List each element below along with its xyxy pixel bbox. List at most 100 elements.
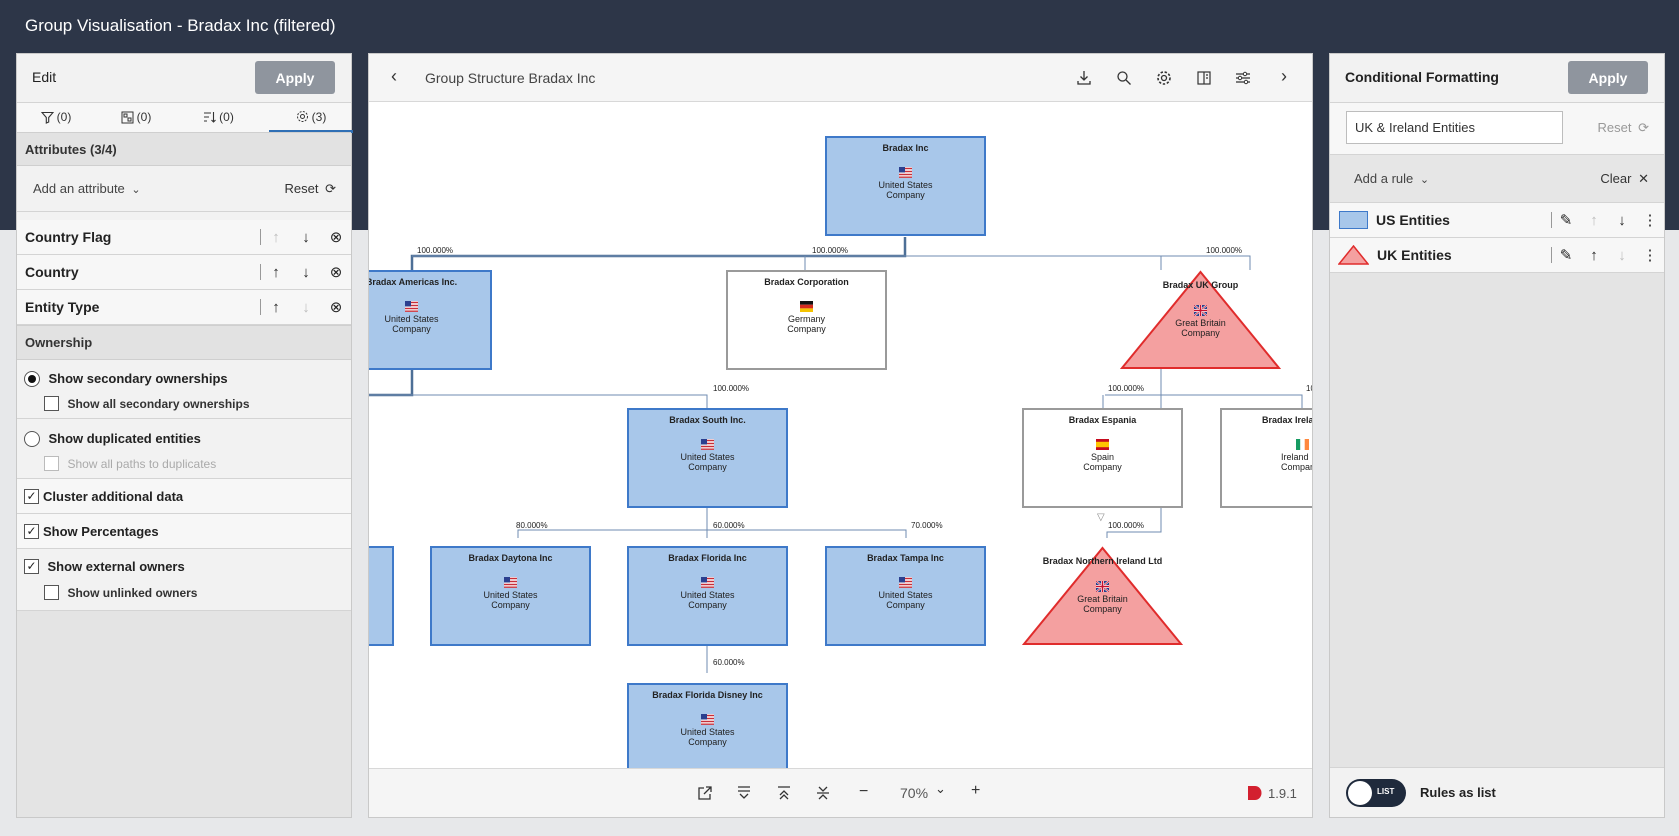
- sliders-icon[interactable]: [1235, 70, 1251, 86]
- entity-node[interactable]: [369, 546, 394, 646]
- unlinked-owners-label: Show unlinked owners: [67, 585, 198, 600]
- entity-type: Company: [1181, 328, 1220, 338]
- rule-row[interactable]: US Entities ✎ ↑ ↓ ⋮: [1330, 203, 1664, 238]
- edit-apply-button[interactable]: Apply: [255, 61, 335, 94]
- entity-node[interactable]: Bradax Corporation Germany Company: [726, 270, 887, 370]
- entity-node[interactable]: Bradax Florida Inc United States Company: [627, 546, 788, 646]
- conditional-formatting-panel: Conditional Formatting Apply Reset ⟳ Add…: [1329, 53, 1665, 818]
- move-up-icon[interactable]: ↑: [1590, 246, 1598, 264]
- edit-pencil-icon[interactable]: ✎: [1559, 212, 1573, 229]
- more-options-icon[interactable]: ⋮: [1642, 247, 1658, 264]
- entity-name: Bradax Northern Ireland Ltd: [1042, 556, 1163, 566]
- zoom-dropdown-icon[interactable]: ⌄: [935, 781, 946, 796]
- search-icon[interactable]: [1116, 70, 1132, 86]
- triangle-shape: [1120, 270, 1281, 369]
- ownership-percentage: 60.000%: [713, 658, 745, 667]
- cluster-checkbox[interactable]: ✓: [24, 488, 39, 504]
- triangle-swatch-icon: [1338, 245, 1369, 265]
- download-icon[interactable]: [1076, 70, 1092, 86]
- attribute-label: Entity Type: [25, 299, 100, 315]
- collapse-all-icon[interactable]: [815, 785, 831, 801]
- entity-node[interactable]: Bradax Tampa Inc United States Company: [825, 546, 986, 646]
- move-up-icon[interactable]: ↑: [272, 298, 280, 316]
- entity-name: Bradax Americas Inc.: [369, 277, 458, 287]
- entity-node[interactable]: Bradax UK Group Great Britain Company: [1120, 270, 1281, 370]
- entity-node[interactable]: Bradax Northern Ireland Ltd Great Britai…: [1022, 546, 1183, 646]
- add-attribute-dropdown[interactable]: Add an attribute ⌄: [33, 181, 141, 196]
- entity-type: Company: [688, 737, 727, 747]
- edit-tabs: (0) (0) (0) (3): [17, 102, 353, 133]
- entity-node[interactable]: Bradax Daytona Inc United States Company: [430, 546, 591, 646]
- remove-icon[interactable]: ⊗: [329, 264, 343, 281]
- uk-flag-icon: [1194, 305, 1207, 316]
- edit-pencil-icon[interactable]: ✎: [1559, 247, 1573, 264]
- move-down-icon[interactable]: ↓: [302, 298, 310, 316]
- zoom-out-icon[interactable]: −: [859, 783, 869, 800]
- rules-as-list-toggle[interactable]: LIST: [1346, 779, 1406, 807]
- refresh-icon: ⟳: [1638, 120, 1649, 135]
- clear-rules-button[interactable]: Clear ✕: [1600, 171, 1649, 187]
- forward-chevron-icon[interactable]: ›: [1281, 66, 1287, 86]
- ireland-flag-icon: [1296, 439, 1309, 450]
- all-secondary-label: Show all secondary ownerships: [67, 396, 250, 411]
- move-up-icon[interactable]: ↑: [272, 263, 280, 281]
- external-owners-checkbox[interactable]: ✓: [24, 559, 39, 575]
- attributes-reset-button[interactable]: Reset ⟳: [285, 181, 337, 197]
- percentages-checkbox[interactable]: ✓: [24, 523, 39, 539]
- open-external-icon[interactable]: [697, 785, 713, 801]
- settings-icon[interactable]: [1156, 70, 1172, 86]
- move-down-icon[interactable]: ↓: [1618, 246, 1626, 264]
- ownership-percentage: 100.000%: [417, 246, 454, 255]
- tab-settings[interactable]: (3): [269, 103, 353, 133]
- all-paths-checkbox[interactable]: [44, 456, 59, 472]
- move-down-icon[interactable]: ↓: [302, 228, 310, 246]
- all-secondary-checkbox[interactable]: [44, 396, 59, 412]
- move-up-icon[interactable]: ↑: [1590, 211, 1598, 229]
- sort-icon: [204, 111, 217, 123]
- zoom-level[interactable]: 70%: [900, 785, 929, 801]
- more-options-icon[interactable]: ⋮: [1642, 212, 1658, 229]
- toggle-text: LIST: [1377, 787, 1395, 796]
- entity-country: Spain: [1090, 452, 1115, 462]
- ownership-percentage: 10: [1306, 384, 1312, 393]
- entity-node[interactable]: Bradax Florida Disney Inc United States …: [627, 683, 788, 768]
- ownership-percentage: 100.000%: [812, 246, 849, 255]
- entity-type: Company: [886, 600, 925, 610]
- attribute-label: Country Flag: [25, 229, 112, 245]
- org-chart-canvas[interactable]: 100.000% 100.000% 100.000% 100.000% 100.…: [369, 102, 1312, 768]
- zoom-in-icon[interactable]: +: [971, 782, 981, 799]
- entity-node[interactable]: Bradax Americas Inc. United States Compa…: [369, 270, 492, 370]
- expand-levels-icon[interactable]: [736, 785, 752, 801]
- duplicated-entities-radio[interactable]: [24, 430, 40, 447]
- move-down-icon[interactable]: ↓: [302, 263, 310, 281]
- unlinked-owners-checkbox[interactable]: [44, 585, 59, 601]
- collapse-marker-icon[interactable]: ▽: [1097, 512, 1105, 523]
- remove-icon[interactable]: ⊗: [329, 299, 343, 316]
- tab-groups[interactable]: (0): [95, 103, 177, 131]
- tab-sort[interactable]: (0): [177, 103, 260, 131]
- entity-node[interactable]: Bradax Espania Spain Company: [1022, 408, 1183, 508]
- rule-label: UK Entities: [1377, 247, 1452, 263]
- cf-reset-button[interactable]: Reset ⟳: [1598, 120, 1650, 136]
- secondary-ownerships-radio[interactable]: [24, 370, 40, 387]
- back-chevron-icon[interactable]: ‹: [391, 66, 397, 86]
- move-down-icon[interactable]: ↓: [1618, 211, 1626, 229]
- entity-node[interactable]: Bradax Irela Ireland Compan: [1220, 408, 1312, 508]
- remove-icon[interactable]: ⊗: [329, 229, 343, 246]
- brand-logo-icon: [1248, 786, 1262, 800]
- entity-node[interactable]: Bradax Inc United States Company: [825, 136, 986, 236]
- clear-label: Clear: [1600, 171, 1632, 186]
- entity-node[interactable]: Bradax South Inc. United States Company: [627, 408, 788, 508]
- entity-name: Bradax Espania: [1068, 415, 1137, 425]
- rule-row[interactable]: UK Entities ✎ ↑ ↓ ⋮: [1330, 238, 1664, 273]
- collapse-levels-icon[interactable]: [776, 785, 792, 801]
- ownership-option-group: Show secondary ownerships Show all secon…: [17, 360, 351, 419]
- rule-set-name-input[interactable]: [1346, 111, 1563, 144]
- add-rule-dropdown[interactable]: Add a rule ⌄: [1354, 171, 1429, 186]
- cf-name-row: Reset ⟳: [1330, 102, 1664, 154]
- move-up-icon[interactable]: ↑: [272, 228, 280, 246]
- panel-toggle-icon[interactable]: [1196, 70, 1212, 86]
- tab-filters[interactable]: (0): [17, 103, 95, 131]
- cf-apply-button[interactable]: Apply: [1568, 61, 1648, 94]
- edit-panel-empty: [17, 611, 351, 817]
